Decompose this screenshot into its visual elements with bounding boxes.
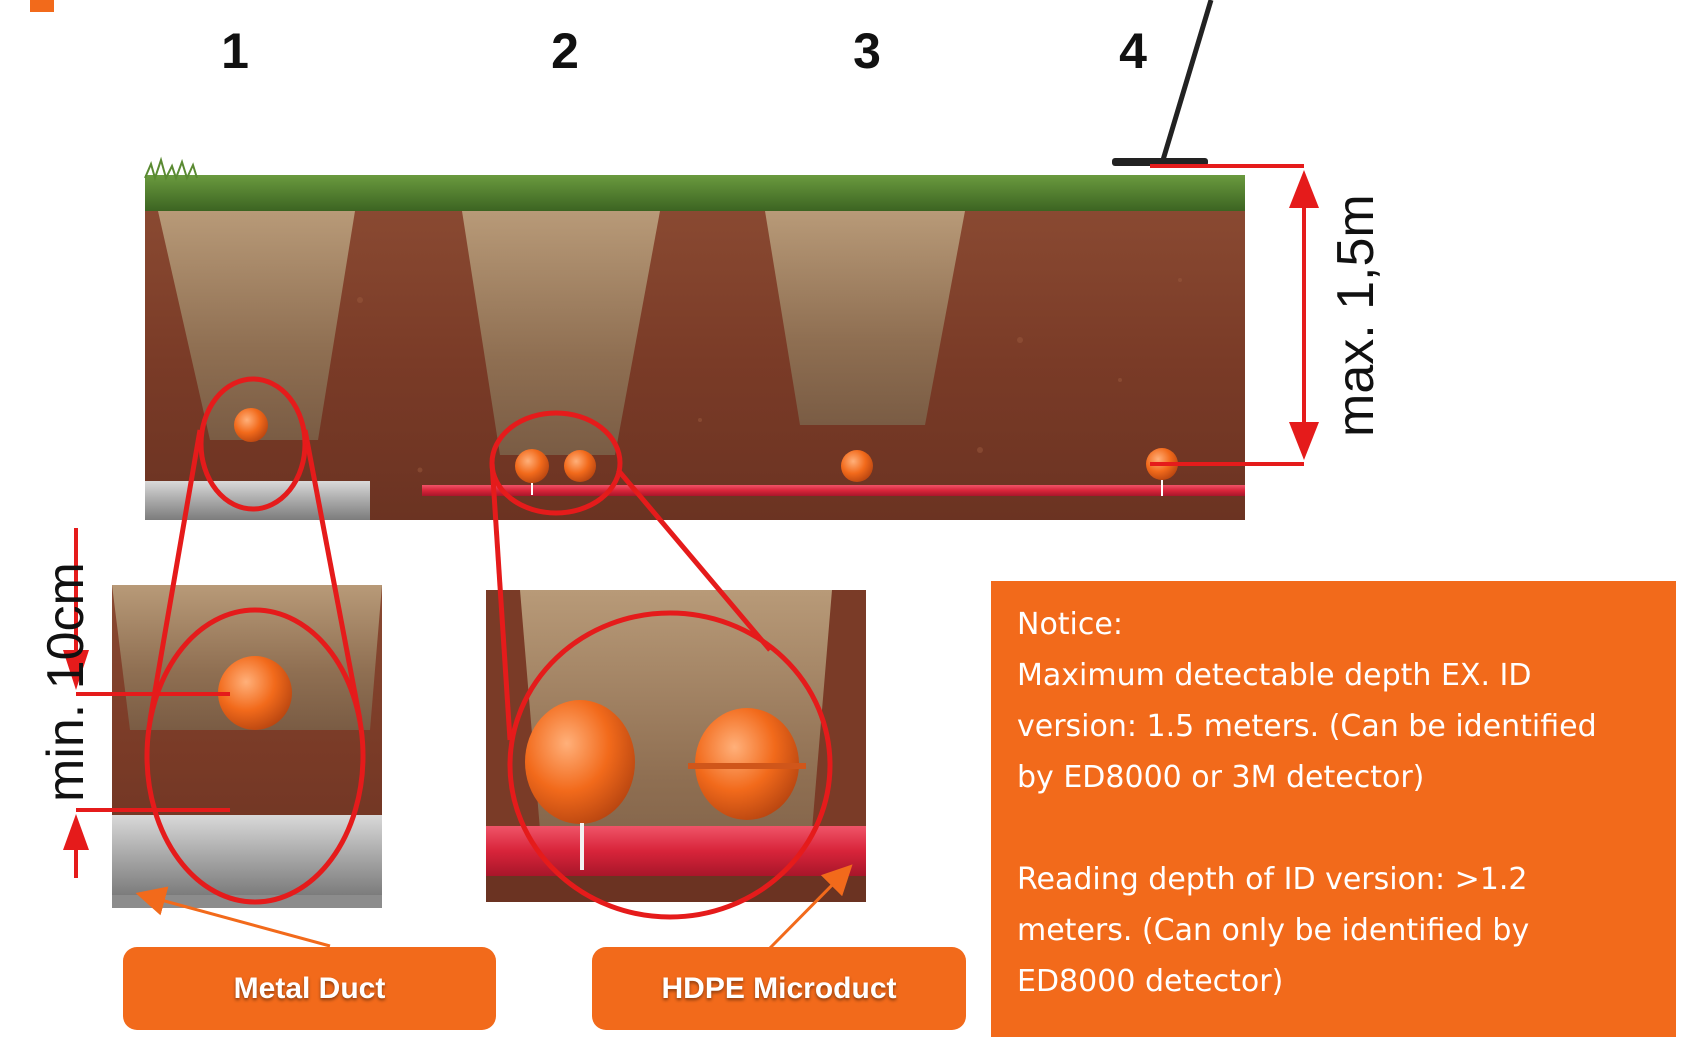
grass-layer	[145, 175, 1245, 211]
notice-line-3: by ED8000 or 3M detector)	[1017, 760, 1425, 795]
inset-marker-ball-1	[218, 656, 292, 730]
hdpe-microduct-callout: HDPE Microduct	[592, 947, 966, 1030]
metal-duct-callout: Metal Duct	[123, 947, 496, 1030]
section-number-3: 3	[853, 23, 881, 79]
notice-line-6: ED8000 detector)	[1017, 964, 1284, 999]
detector-shaft	[1160, 0, 1214, 161]
notice-spacer	[1017, 803, 1652, 854]
metal-duct-arrow	[135, 886, 331, 948]
section-number-4: 4	[1119, 23, 1147, 79]
marker-ball-2b	[564, 450, 596, 482]
min-distance-indicator	[63, 528, 230, 878]
section-number-2: 2	[551, 23, 579, 79]
corner-accent-mark	[30, 0, 54, 12]
notice-line-1: Maximum detectable depth EX. ID	[1017, 658, 1532, 693]
hdpe-microduct-arrow	[768, 864, 853, 950]
trench-1	[158, 211, 355, 440]
min-distance-label: min. 10cm	[37, 562, 95, 802]
notice-line-5: meters. (Can only be identified by	[1017, 913, 1530, 948]
notice-line-4: Reading depth of ID version: >1.2	[1017, 862, 1528, 897]
notice-heading: Notice:	[1017, 607, 1123, 642]
marker-ball-3	[841, 450, 873, 482]
hdpe-duct-scene	[422, 485, 1245, 496]
max-depth-label: max. 1,5m	[1327, 194, 1385, 437]
metal-duct-scene	[145, 481, 370, 520]
magnifier-1	[144, 376, 366, 905]
max-depth-indicator	[1150, 164, 1319, 466]
notice-panel: Notice: Maximum detectable depth EX. ID …	[991, 581, 1676, 1037]
marker-ball-2a	[515, 449, 549, 483]
trench-3	[765, 211, 965, 425]
notice-line-2: version: 1.5 meters. (Can be identified	[1017, 709, 1597, 744]
magnifier-2	[489, 410, 833, 920]
trench-2	[462, 211, 660, 455]
marker-ball-1	[234, 408, 268, 442]
section-number-1: 1	[221, 23, 249, 79]
inset-marker-ball-2a	[525, 700, 635, 824]
